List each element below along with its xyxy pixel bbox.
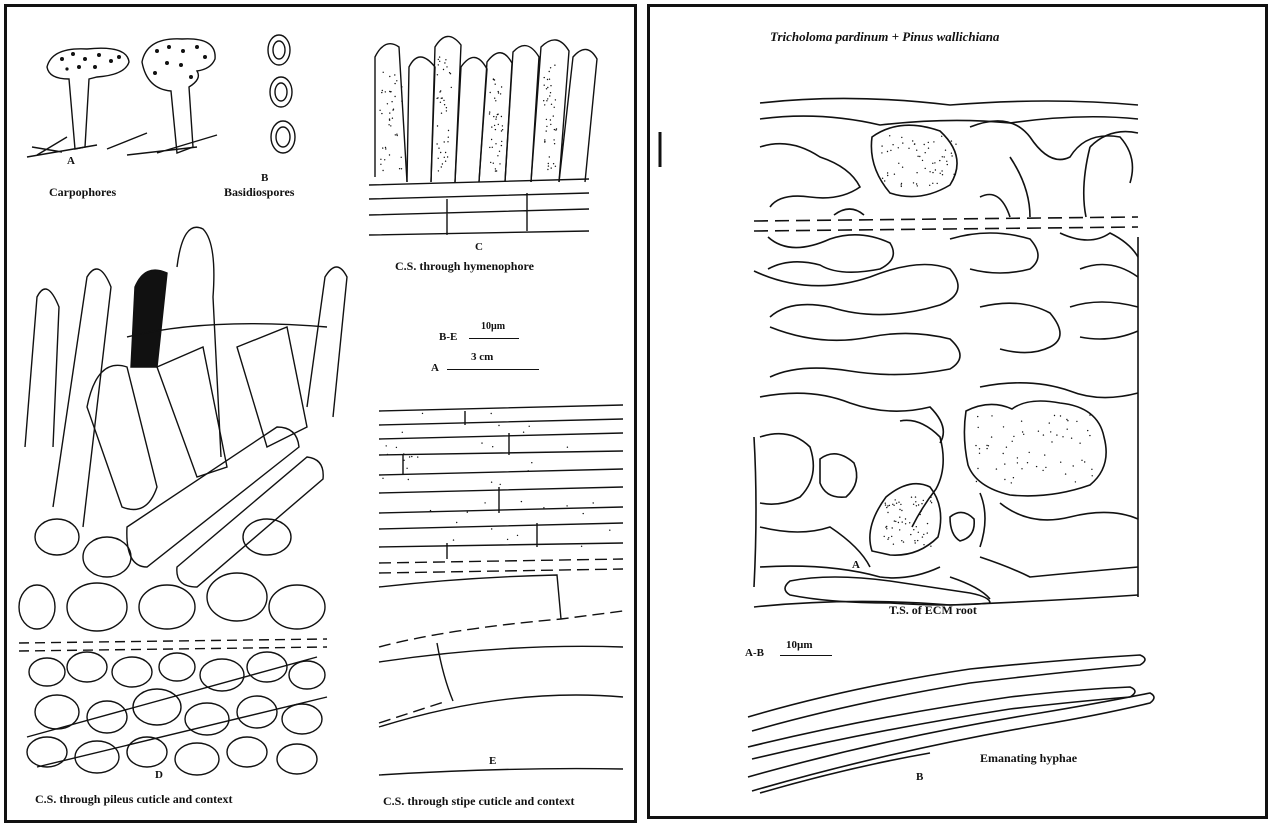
pileus-section-illustration — [18, 226, 348, 776]
scale-bar-be — [469, 338, 519, 339]
basidiospore-illustration — [267, 34, 296, 154]
left-figure-drawing — [18, 34, 624, 776]
letter-a: A — [852, 559, 860, 571]
right-figure-drawing — [658, 97, 1155, 794]
letter-c: C — [475, 241, 483, 253]
caption-hyphae: Emanating hyphae — [980, 751, 1078, 765]
letter-e: E — [489, 755, 497, 767]
caption-root: T.S. of ECM root — [889, 603, 977, 617]
scale-bar-value-be: 10µm — [481, 321, 506, 332]
scale-bar-a — [447, 369, 539, 370]
right-figure-panel: Tricholoma pardinum + Pinus wallichiana … — [647, 4, 1268, 819]
caption-stipe: C.S. through stipe cuticle and context — [383, 794, 575, 808]
letter-a: A — [67, 155, 75, 167]
scale-bar-value-a: 3 cm — [471, 351, 494, 363]
scale-bar-ab — [780, 655, 832, 656]
scale-bar-label-a: A — [431, 362, 439, 374]
hymenophore-illustration — [368, 35, 598, 236]
letter-d: D — [155, 769, 163, 781]
scale-bar-value-ab: 10µm — [786, 639, 813, 651]
caption-basidiospores: Basidiospores — [224, 185, 295, 199]
scale-bar-label-be: B-E — [439, 331, 458, 343]
letter-b: B — [261, 172, 269, 184]
figure-title: Tricholoma pardinum + Pinus wallichiana — [770, 29, 1000, 44]
carpophore-illustration — [26, 38, 218, 158]
emanating-hyphae-illustration — [747, 654, 1155, 794]
scale-bar-label-ab: A-B — [745, 647, 764, 659]
stippling-dots — [379, 56, 611, 547]
stipe-section-illustration — [378, 404, 624, 776]
left-figure-panel: A Carpophores B Basidiospores C C.S. thr… — [4, 4, 637, 823]
caption-hymenophore: C.S. through hymenophore — [395, 259, 534, 273]
caption-carpophores: Carpophores — [49, 185, 117, 199]
hartig-net-illustration — [753, 232, 1139, 608]
stippling-dots — [881, 135, 1093, 547]
caption-pileus: C.S. through pileus cuticle and context — [35, 792, 233, 806]
letter-b: B — [916, 771, 924, 783]
mantle-illustration — [753, 97, 1139, 232]
